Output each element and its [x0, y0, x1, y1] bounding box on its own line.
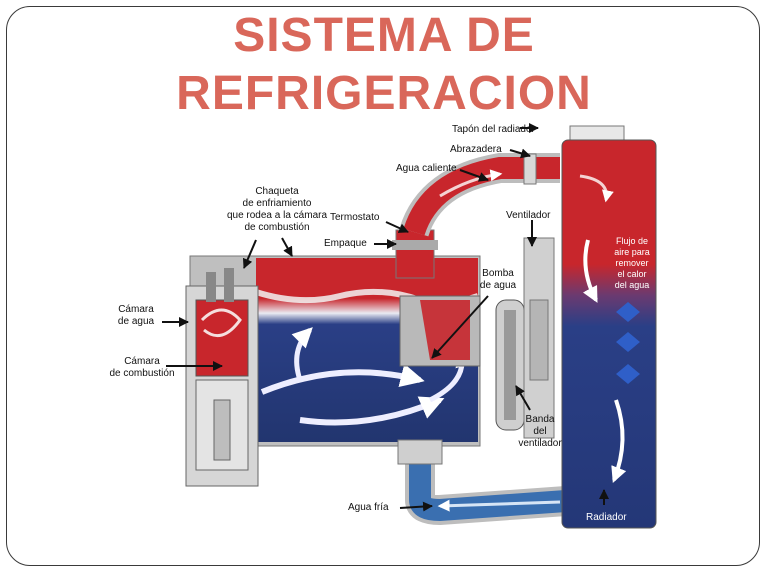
label-combustion-chamber-line-1: Cámara [124, 356, 160, 367]
label-air-flow-line-3: remover [615, 258, 649, 268]
label-fan: Ventilador [506, 210, 551, 221]
label-cooling-jacket-line-1: Chaqueta [255, 186, 299, 197]
label-air-flow-line-4: el calor [617, 269, 647, 279]
air-flow-icon-1 [616, 302, 640, 322]
water-pump [399, 295, 525, 431]
label-thermostat: Termostato [330, 212, 380, 223]
label-water-pump-line-2: de agua [479, 280, 517, 291]
label-combustion-chamber: Cámara de combustión [104, 356, 180, 380]
callout-arrows [162, 123, 539, 512]
label-air-flow-line-2: aire para [614, 247, 650, 257]
label-cooling-jacket-line-3: que rodea a la cámara [226, 210, 328, 221]
label-hot-water: Agua caliente [396, 163, 457, 174]
lower-hose [397, 439, 582, 526]
label-water-pump: Bomba de agua [474, 268, 522, 292]
radiator [561, 125, 657, 529]
upper-hose [392, 153, 560, 279]
slide-frame [6, 6, 760, 566]
label-air-flow-line-5: del agua [614, 280, 650, 290]
slide-title-line-1: SISTEMA DE [233, 9, 535, 62]
label-fan-belt: Banda del ventilador [512, 414, 568, 450]
label-water-pump-line-1: Bomba [482, 268, 514, 279]
label-fan-belt-line-1: Banda [525, 414, 555, 425]
label-radiator: Radiador [586, 512, 627, 523]
slide-title-line-2: REFRIGERACION [176, 67, 592, 120]
label-water-chamber-line-1: Cámara [118, 304, 154, 315]
label-fan-belt-line-2: del [533, 426, 547, 437]
label-hose-clamp: Abrazadera [450, 144, 502, 155]
label-cold-water: Agua fría [348, 502, 389, 513]
label-cooling-jacket: Chaqueta de enfriamiento que rodea a la … [222, 186, 332, 234]
label-cooling-jacket-line-2: de enfriamiento [242, 198, 312, 209]
label-fan-belt-line-3: ventilador [518, 438, 562, 449]
label-air-flow-line-1: Flujo de [615, 236, 649, 246]
fan [523, 237, 555, 439]
combustion-chamber [185, 268, 259, 487]
label-gasket: Empaque [324, 238, 367, 249]
label-cooling-jacket-line-4: de combustión [244, 222, 310, 233]
label-radiator-cap: Tapón del radiador [452, 124, 535, 135]
label-water-chamber: Cámara de agua [108, 304, 164, 328]
label-combustion-chamber-line-2: de combustión [109, 368, 175, 379]
label-water-chamber-line-2: de agua [117, 316, 155, 327]
label-air-flow: Flujo de aire para remover el calor del … [610, 236, 654, 291]
air-flow-icon-3 [616, 364, 640, 384]
air-flow-icon-2 [616, 332, 640, 352]
